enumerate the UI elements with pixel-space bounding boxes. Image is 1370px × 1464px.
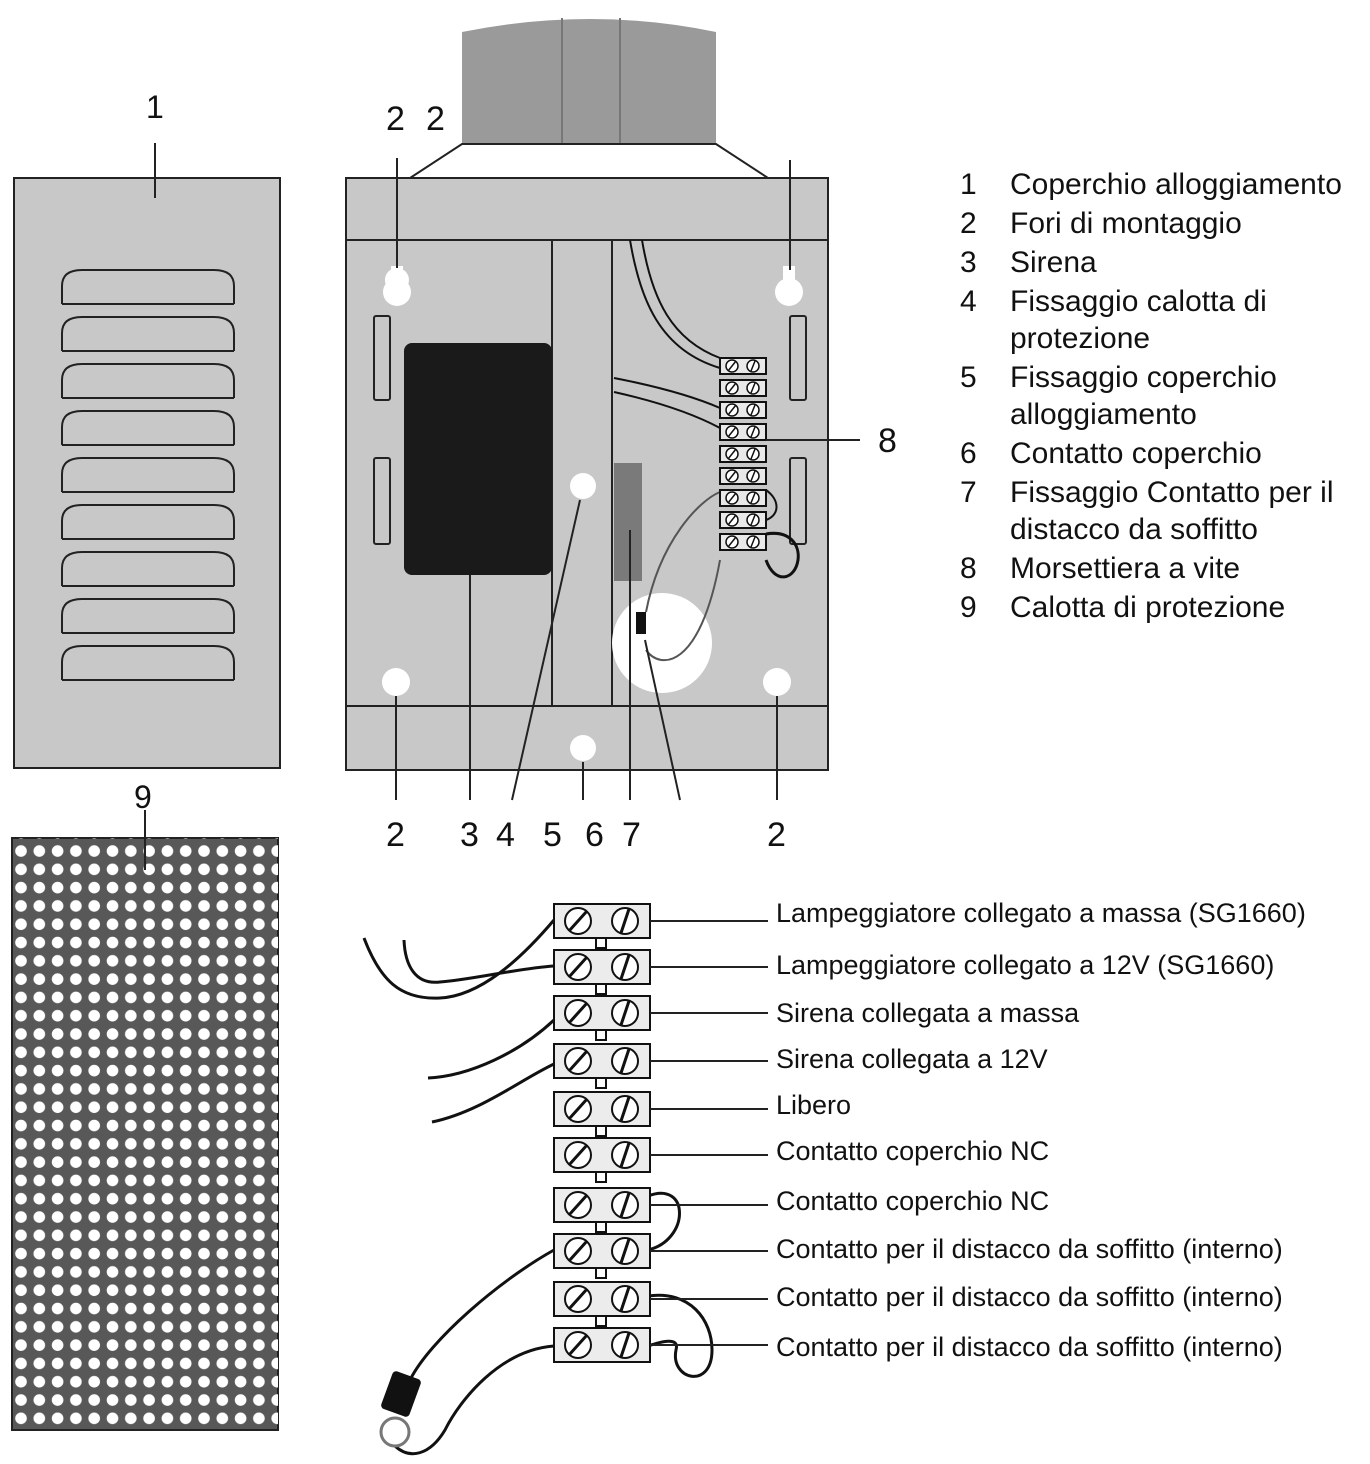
terminal-unit: [719, 357, 767, 375]
terminal-screw-unit: [553, 1043, 768, 1089]
vent-slot: [61, 551, 235, 586]
terminal-label: Sirena collegata a massa: [776, 998, 1080, 1028]
terminal-screw-unit: [553, 1281, 768, 1327]
callout-cover: 1: [146, 89, 164, 125]
terminal-unit: [719, 379, 767, 397]
terminal-unit: [719, 445, 767, 463]
terminal-unit: [719, 489, 767, 507]
callout-holes-top-right: 2: [426, 100, 445, 138]
terminal-unit: [719, 533, 767, 551]
legend-text: Fori di montaggio: [1010, 207, 1242, 240]
legend-text: Fissaggio coperchio alloggiamento: [1010, 361, 1277, 431]
terminal-label: Sirena collegata a 12V: [776, 1044, 1048, 1074]
housing-body: [345, 18, 829, 771]
terminal-label: Libero: [776, 1090, 851, 1120]
legend-text: Fissaggio calotta di protezione: [1010, 285, 1267, 355]
terminal-label: Contatto coperchio NC: [776, 1136, 1049, 1166]
terminal-screw-unit: [553, 1091, 768, 1137]
callout-cover-contact: 6: [585, 816, 604, 854]
legend-number: 9: [960, 591, 977, 624]
callout-holes-bottom-right: 2: [767, 816, 786, 854]
terminal-label: Lampeggiatore collegato a 12V (SG1660): [776, 950, 1274, 980]
callout-ceiling-contact-fix: 7: [622, 816, 641, 854]
legend-item: 6 Contatto coperchio: [960, 435, 1360, 472]
legend-text: Sirena: [1010, 246, 1097, 279]
terminal-screw-unit: [553, 995, 768, 1041]
vent-slot: [61, 598, 235, 633]
legend-item: 5 Fissaggio coperchio alloggiamento: [960, 359, 1360, 433]
legend-item: 3 Sirena: [960, 244, 1360, 281]
legend-text: Morsettiera a vite: [1010, 552, 1241, 585]
legend: 1 Coperchio alloggiamento 2 Fori di montagg…: [960, 166, 1360, 628]
terminal-unit: [719, 401, 767, 419]
vent-slots: [61, 269, 235, 681]
protective-shield: [11, 837, 279, 1431]
legend-item: 8 Morsettiera a vite: [960, 550, 1360, 587]
terminal-unit: [719, 423, 767, 441]
callout-holes-bottom-left: 2: [386, 816, 405, 854]
terminal-labels: Lampeggiatore collegato a massa (SG1660)…: [776, 898, 1306, 1362]
vent-slot: [61, 645, 235, 680]
terminal-screw-unit: [553, 949, 768, 995]
vent-slot: [61, 316, 235, 351]
legend-text: Coperchio alloggiamento: [1010, 168, 1342, 201]
terminal-screw-unit: [553, 1187, 768, 1233]
legend-number: 5: [960, 361, 977, 394]
callout-holes-top-left: 2: [386, 100, 405, 138]
small-terminal-block: [719, 357, 767, 551]
terminal-label: Contatto per il distacco da soffitto (in…: [776, 1282, 1283, 1312]
legend-number: 6: [960, 437, 977, 470]
terminal-screw-unit: [553, 1137, 768, 1183]
legend-item: 9 Calotta di protezione: [960, 589, 1360, 626]
terminal-screw-unit: [553, 903, 768, 949]
legend-text: Contatto coperchio: [1010, 437, 1262, 470]
terminal-label: Contatto per il distacco da soffitto (in…: [776, 1234, 1283, 1264]
terminal-unit: [719, 467, 767, 485]
legend-number: 1: [960, 168, 977, 201]
vent-slot: [61, 269, 235, 304]
legend-item: 2 Fori di montaggio: [960, 205, 1360, 242]
terminal-label: Contatto per il distacco da soffitto (in…: [776, 1332, 1283, 1362]
callout-terminal: 8: [878, 422, 897, 460]
legend-item: 7 Fissaggio Contatto per il distacco da s…: [960, 474, 1360, 548]
legend-number: 7: [960, 476, 977, 509]
legend-item: 1 Coperchio alloggiamento: [960, 166, 1360, 203]
terminal-screw-unit: [553, 1233, 768, 1279]
legend-number: 8: [960, 552, 977, 585]
callout-shield: 9: [134, 779, 152, 815]
callout-shield-fix: 4: [496, 816, 515, 854]
terminal-unit: [719, 511, 767, 529]
vent-slot: [61, 410, 235, 445]
housing-cover: [13, 177, 281, 769]
legend-number: 4: [960, 285, 977, 318]
legend-text: Fissaggio Contatto per il distacco da so…: [1010, 476, 1334, 546]
legend-text: Calotta di protezione: [1010, 591, 1286, 624]
terminal-block-detail: [362, 903, 768, 1456]
terminal-label: Lampeggiatore collegato a massa (SG1660): [776, 898, 1306, 928]
leader-lines: [395, 158, 860, 801]
legend-item: 4 Fissaggio calotta di protezione: [960, 283, 1360, 357]
legend-number: 3: [960, 246, 977, 279]
vent-slot: [61, 363, 235, 398]
vent-slot: [61, 504, 235, 539]
terminal-screw-unit: [553, 1327, 768, 1363]
terminal-label: Contatto coperchio NC: [776, 1186, 1049, 1216]
vent-slot: [61, 457, 235, 492]
legend-number: 2: [960, 207, 977, 240]
callout-siren: 3: [460, 816, 479, 854]
callout-cover-fix: 5: [543, 816, 562, 854]
